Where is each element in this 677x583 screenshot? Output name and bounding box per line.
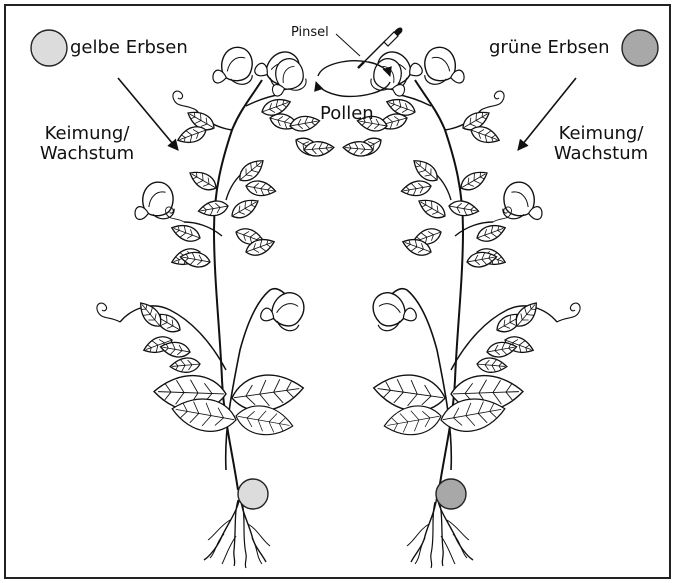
left-growth-label: Keimung/ Wachstum [32,124,142,164]
left-growth-label-line1: Keimung/ [32,124,142,144]
left-pea-plant [97,44,335,568]
green-pea-legend-circle [622,30,658,66]
right-seed-green [436,479,466,509]
brush-label: Pinsel [291,26,329,40]
right-growth-label-line1: Keimung/ [546,124,656,144]
yellow-pea-legend-circle [31,30,67,66]
left-growth-label-line2: Wachstum [32,144,142,164]
right-growth-label: Keimung/ Wachstum [546,124,656,164]
green-peas-label: grüne Erbsen [489,38,610,58]
yellow-peas-label: gelbe Erbsen [70,38,188,58]
right-growth-label-line2: Wachstum [546,144,656,164]
left-seed-yellow [238,479,268,509]
pollen-label: Pollen [320,104,374,124]
